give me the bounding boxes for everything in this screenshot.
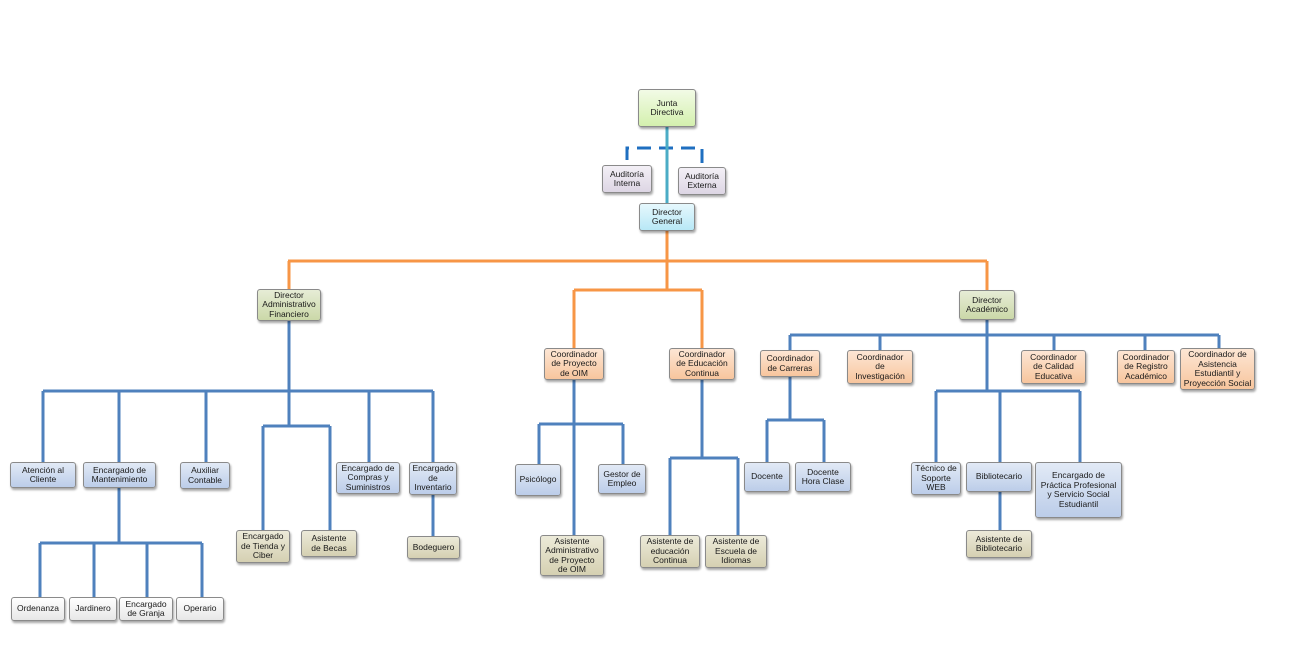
node-asistente-administrativo-oim: Asistente Administrativo de Proyecto de … xyxy=(540,535,604,576)
node-docente: Docente xyxy=(744,462,790,492)
node-encargado-mantenimiento: Encargado de Mantenimiento xyxy=(83,462,156,488)
node-encargado-inventario: Encargado de Inventario xyxy=(409,462,457,495)
node-bibliotecario: Bibliotecario xyxy=(966,462,1032,492)
node-docente-hora-clase: Docente Hora Clase xyxy=(795,462,851,492)
node-gestor-empleo: Gestor de Empleo xyxy=(598,464,646,494)
node-director-general: Director General xyxy=(639,203,695,231)
node-coordinador-investigacion: Coordinador de Investigación xyxy=(847,350,913,384)
node-junta-directiva: Junta Directiva xyxy=(638,89,696,127)
node-director-academico: Director Académico xyxy=(959,290,1015,320)
node-coordinador-asistencia: Coordinador de Asistencia Estudiantil y … xyxy=(1180,348,1255,390)
node-auditoria-interna: Auditoría Interna xyxy=(602,165,652,193)
node-tecnico-soporte-web: Técnico de Soporte WEB xyxy=(911,462,961,495)
blue-connectors xyxy=(38,320,1221,597)
node-encargado-tienda: Encargado de Tienda y Ciber xyxy=(236,530,290,563)
node-coordinador-oim: Coordinador de Proyecto de OIM xyxy=(544,348,604,380)
node-psicologo: Psicólogo xyxy=(515,464,561,496)
node-asistente-idiomas: Asistente de Escuela de Idiomas xyxy=(705,535,767,568)
node-operario: Operario xyxy=(176,597,224,621)
node-auditoria-externa: Auditoría Externa xyxy=(678,167,726,195)
node-ordenanza: Ordenanza xyxy=(11,597,65,621)
node-auxiliar-contable: Auxiliar Contable xyxy=(180,462,230,489)
node-asistente-educacion: Asistente de educación Continua xyxy=(640,535,700,568)
node-coordinador-carreras: Coordinador de Carreras xyxy=(760,350,820,377)
node-coordinador-registro: Coordinador de Registro Académico xyxy=(1117,350,1175,384)
node-encargado-practica: Encargado de Práctica Profesional y Serv… xyxy=(1035,462,1122,518)
node-coordinador-educacion: Coordinador de Educación Continua xyxy=(669,348,735,380)
node-encargado-granja: Encargado de Granja xyxy=(119,597,173,621)
audit-dashed-connector xyxy=(625,146,704,165)
node-coordinador-calidad: Coordinador de Calidad Educativa xyxy=(1021,350,1086,384)
node-jardinero: Jardinero xyxy=(69,597,117,621)
node-atencion-cliente: Atención al Cliente xyxy=(10,462,76,488)
node-director-administrativo: Director Administrativo Financiero xyxy=(257,289,321,321)
node-asistente-becas: Asistente de Becas xyxy=(301,530,357,557)
orange-connectors xyxy=(287,230,989,348)
node-asistente-bibliotecario: Asistente de Bibliotecario xyxy=(966,530,1032,558)
node-bodeguero: Bodeguero xyxy=(407,536,460,559)
node-encargado-compras: Encargado de Compras y Suministros xyxy=(336,462,400,494)
